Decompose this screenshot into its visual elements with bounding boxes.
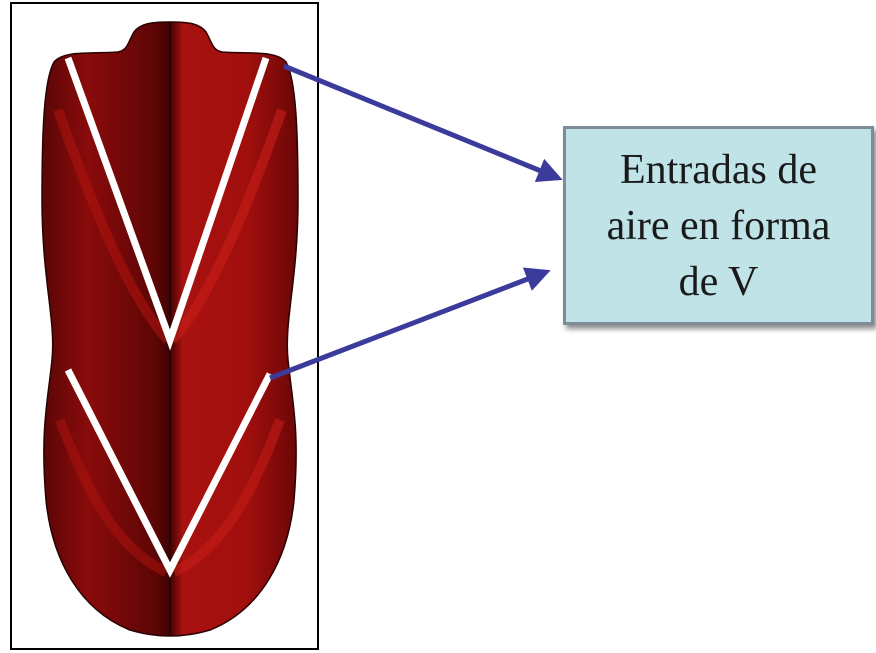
callout-line-1: Entradas de	[619, 146, 818, 193]
arrow-upper-inlet	[283, 63, 563, 183]
v-inlet-upper	[64, 56, 270, 351]
body-ridge-right-lower	[171, 418, 285, 577]
callout-line-2: aire en forma	[606, 202, 831, 249]
callout-box: Entradas de aire en forma de V	[563, 126, 874, 325]
body-ridge-right-upper	[168, 108, 287, 344]
body-ridge-left-lower	[55, 418, 169, 577]
callout-line-3: de V	[678, 258, 759, 305]
v-inlet-lower	[64, 368, 274, 578]
arrow-lower-inlet	[269, 267, 551, 381]
body-ridge-left-upper	[53, 108, 172, 344]
